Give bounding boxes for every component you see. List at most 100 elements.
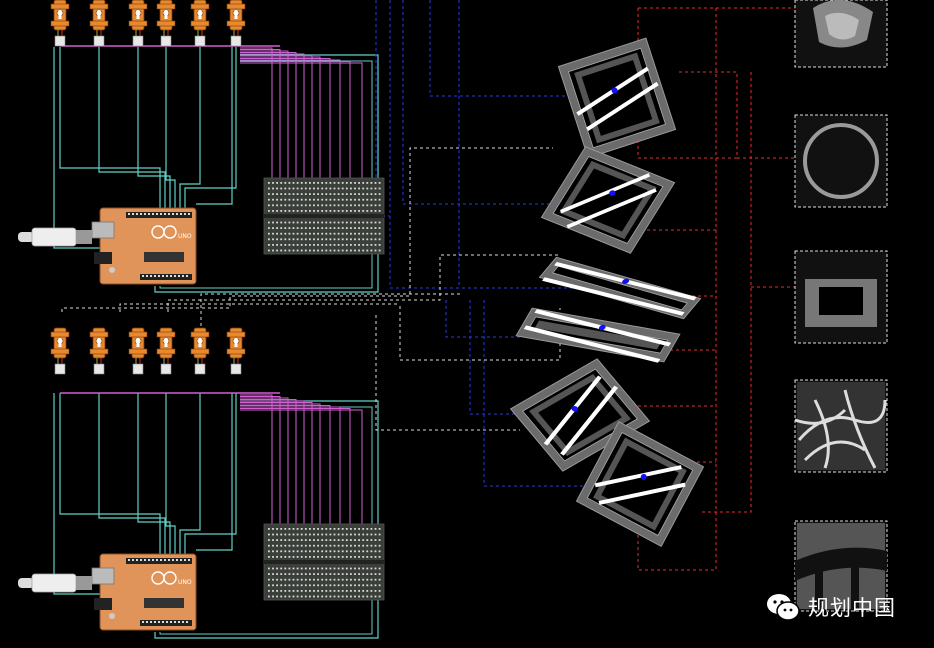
breadboard-hole (329, 550, 332, 553)
breadboard-hole (284, 584, 287, 587)
breadboard-hole (272, 193, 274, 195)
breadboard-hole (362, 544, 365, 547)
breadboard-hole (309, 187, 311, 190)
servo-connector (230, 363, 242, 375)
breadboard-hole (272, 210, 274, 212)
breadboard-hole (378, 193, 381, 195)
breadboard-hole (366, 550, 369, 553)
breadboard-hole (296, 556, 299, 558)
breadboard-hole (317, 573, 319, 575)
arduino-chip (144, 252, 184, 262)
slit-white (542, 277, 685, 316)
arduino-pin (162, 275, 164, 277)
servo-arm (198, 10, 202, 19)
breadboard-hole (354, 249, 356, 252)
breadboard-hole (304, 221, 307, 224)
breadboard-hole (325, 533, 328, 536)
breadboard-hole (268, 533, 270, 536)
breadboard-hole (309, 528, 311, 530)
breadboard-hole (354, 238, 356, 241)
frame-6 (575, 421, 705, 547)
breadboard-hole (350, 193, 352, 195)
breadboard-hole (333, 590, 336, 592)
breadboard-hole (313, 198, 315, 201)
breadboard-hole (288, 193, 291, 195)
breadboard-hole (296, 550, 299, 553)
breadboard-hole (280, 249, 283, 252)
cyan-wire (137, 47, 171, 208)
breadboard-hole (350, 204, 352, 207)
breadboard-hole (288, 198, 291, 201)
breadboard-hole (329, 182, 332, 184)
breadboard-hole (350, 584, 352, 587)
breadboard-hole (333, 249, 336, 252)
breadboard-hole (366, 539, 369, 541)
breadboard-hole (268, 193, 270, 195)
breadboard-hole (317, 528, 319, 530)
frame-3 (538, 256, 702, 320)
breadboard-hole (366, 182, 369, 184)
breadboard-hole (333, 567, 336, 570)
breadboard-hole (304, 567, 307, 570)
breadboard-hole (284, 533, 287, 536)
breadboard-hole (309, 249, 311, 252)
breadboard-hole (300, 244, 303, 246)
breadboard-hole (304, 182, 307, 184)
breadboard-hole (309, 533, 311, 536)
breadboard-hole (321, 227, 324, 229)
breadboard-hole (317, 567, 319, 570)
servo-mount (89, 20, 109, 27)
servo-arm (164, 338, 168, 347)
breadboard-hole (374, 227, 377, 229)
breadboard-hole (276, 204, 278, 207)
breadboard-hole (345, 182, 348, 184)
breadboard-hole (350, 550, 352, 553)
breadboard-hole (272, 573, 274, 575)
breadboard-hole (276, 567, 278, 570)
frame-5 (509, 358, 651, 472)
breadboard-hole (284, 227, 287, 229)
slit-white (566, 188, 657, 229)
breadboard-hole (345, 584, 348, 587)
breadboard-hole (272, 249, 274, 252)
breadboard-hole (272, 227, 274, 229)
breadboard-hole (284, 544, 287, 547)
servo-arm (58, 338, 62, 347)
breadboard-hole (341, 187, 344, 190)
breadboard-hole (276, 249, 278, 252)
servo-motor-icon (89, 0, 109, 47)
arduino-pin (156, 559, 158, 561)
breadboard-hole (272, 187, 274, 190)
breadboard-hole (268, 210, 270, 212)
servo-mount (190, 348, 210, 355)
breadboard-hole (354, 198, 356, 201)
breadboard-hole (374, 544, 377, 547)
breadboard-hole (378, 238, 381, 241)
breadboard-hole (362, 227, 365, 229)
breadboard-hole (309, 232, 311, 235)
arduino-pin (166, 275, 168, 277)
breadboard-hole (345, 204, 348, 207)
breadboard-hole (366, 590, 369, 592)
servo-mount (89, 348, 109, 355)
breadboard-hole (358, 550, 360, 553)
breadboard-hole (325, 221, 328, 224)
breadboard-hole (284, 193, 287, 195)
breadboard-hole (337, 539, 340, 541)
breadboard-hole (304, 544, 307, 547)
slit-group (594, 465, 686, 505)
breadboard-hole (358, 232, 360, 235)
breadboard-hole (362, 590, 365, 592)
arduino-pin (160, 559, 162, 561)
magenta-wire (240, 50, 289, 178)
servo-connector (194, 363, 206, 375)
cyan-wire (137, 393, 171, 554)
servo-mount (226, 348, 246, 355)
breadboard-hole (296, 595, 299, 598)
servo-row (50, 0, 246, 47)
arduino-pin (152, 559, 154, 561)
breadboard-hole (288, 578, 291, 581)
breadboard-hole (288, 550, 291, 553)
breadboard-hole (272, 238, 274, 241)
breadboard-hole (300, 227, 303, 229)
